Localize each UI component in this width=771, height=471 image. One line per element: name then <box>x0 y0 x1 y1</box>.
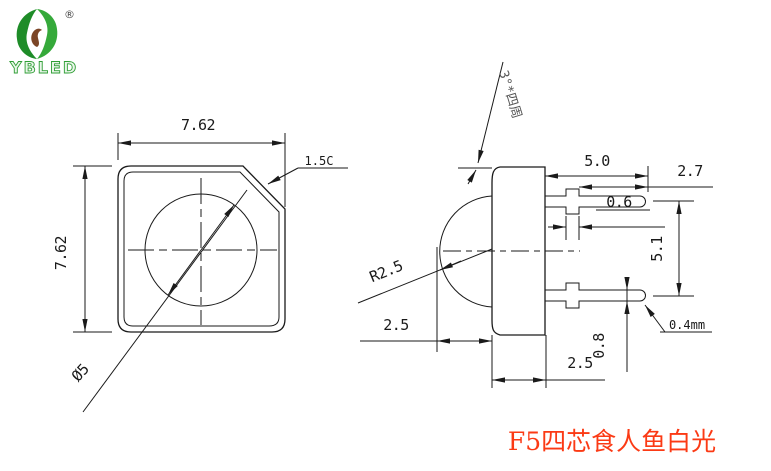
lead-exposed-dimension: 2.7 <box>677 162 703 180</box>
lead-top <box>545 188 646 215</box>
lead-length-dimension: 5.0 <box>584 152 610 170</box>
top-view-inner-outline <box>123 171 280 327</box>
lead-thickness-arrow <box>644 304 666 333</box>
diameter-leader-line <box>82 189 248 413</box>
lead-thickness-dimension: 0.4mm <box>669 318 705 332</box>
draft-counter-arrow <box>467 169 477 185</box>
side-view-body-outline <box>491 166 546 336</box>
lead-pitch-dimension: 5.1 <box>648 236 666 262</box>
dome-lens-arc <box>439 195 493 308</box>
top-view: Ø5 7.62 7.62 1.5C <box>52 116 348 413</box>
logo-curl <box>31 28 42 47</box>
draft-angle-note: 3°*四周 <box>495 69 524 121</box>
dome-radius-label: R2.5 <box>367 257 405 286</box>
radius-leader-line <box>357 248 493 304</box>
logo-leaf-right <box>37 9 58 59</box>
lead-width-dimension: 0.8 <box>590 333 608 359</box>
diameter-arrow-upper <box>200 204 235 251</box>
draft-leader-arrow <box>477 61 504 164</box>
top-height-dimension: 7.62 <box>52 236 70 270</box>
dome-height-dimension: 2.5 <box>383 316 409 334</box>
logo-leaf-swirl-icon <box>16 9 58 59</box>
top-view-body-outline <box>117 165 286 333</box>
logo-brand-text: YBLED <box>9 58 78 77</box>
registered-trademark-icon: ® <box>64 8 75 21</box>
lead-bottom <box>545 282 646 309</box>
diameter-arrow-lower <box>167 249 202 296</box>
top-width-dimension: 7.62 <box>181 116 215 134</box>
radius-arrow <box>439 260 462 271</box>
chamfer-label: 1.5C <box>305 154 334 168</box>
lens-diameter-label: Ø5 <box>68 360 93 385</box>
tab-width-dimension: 0.6 <box>606 193 632 211</box>
chamfer-leader-arrow <box>267 167 299 185</box>
product-title: F5四芯食人鱼白光 <box>508 427 716 456</box>
side-view: 3°*四周 5.0 2.7 0.6 5.1 0.8 0.4mm <box>357 61 713 388</box>
brand-logo: ® YBLED <box>9 8 78 77</box>
logo-leaf-left <box>16 9 37 59</box>
body-thickness-dimension: 2.5 <box>567 354 593 372</box>
